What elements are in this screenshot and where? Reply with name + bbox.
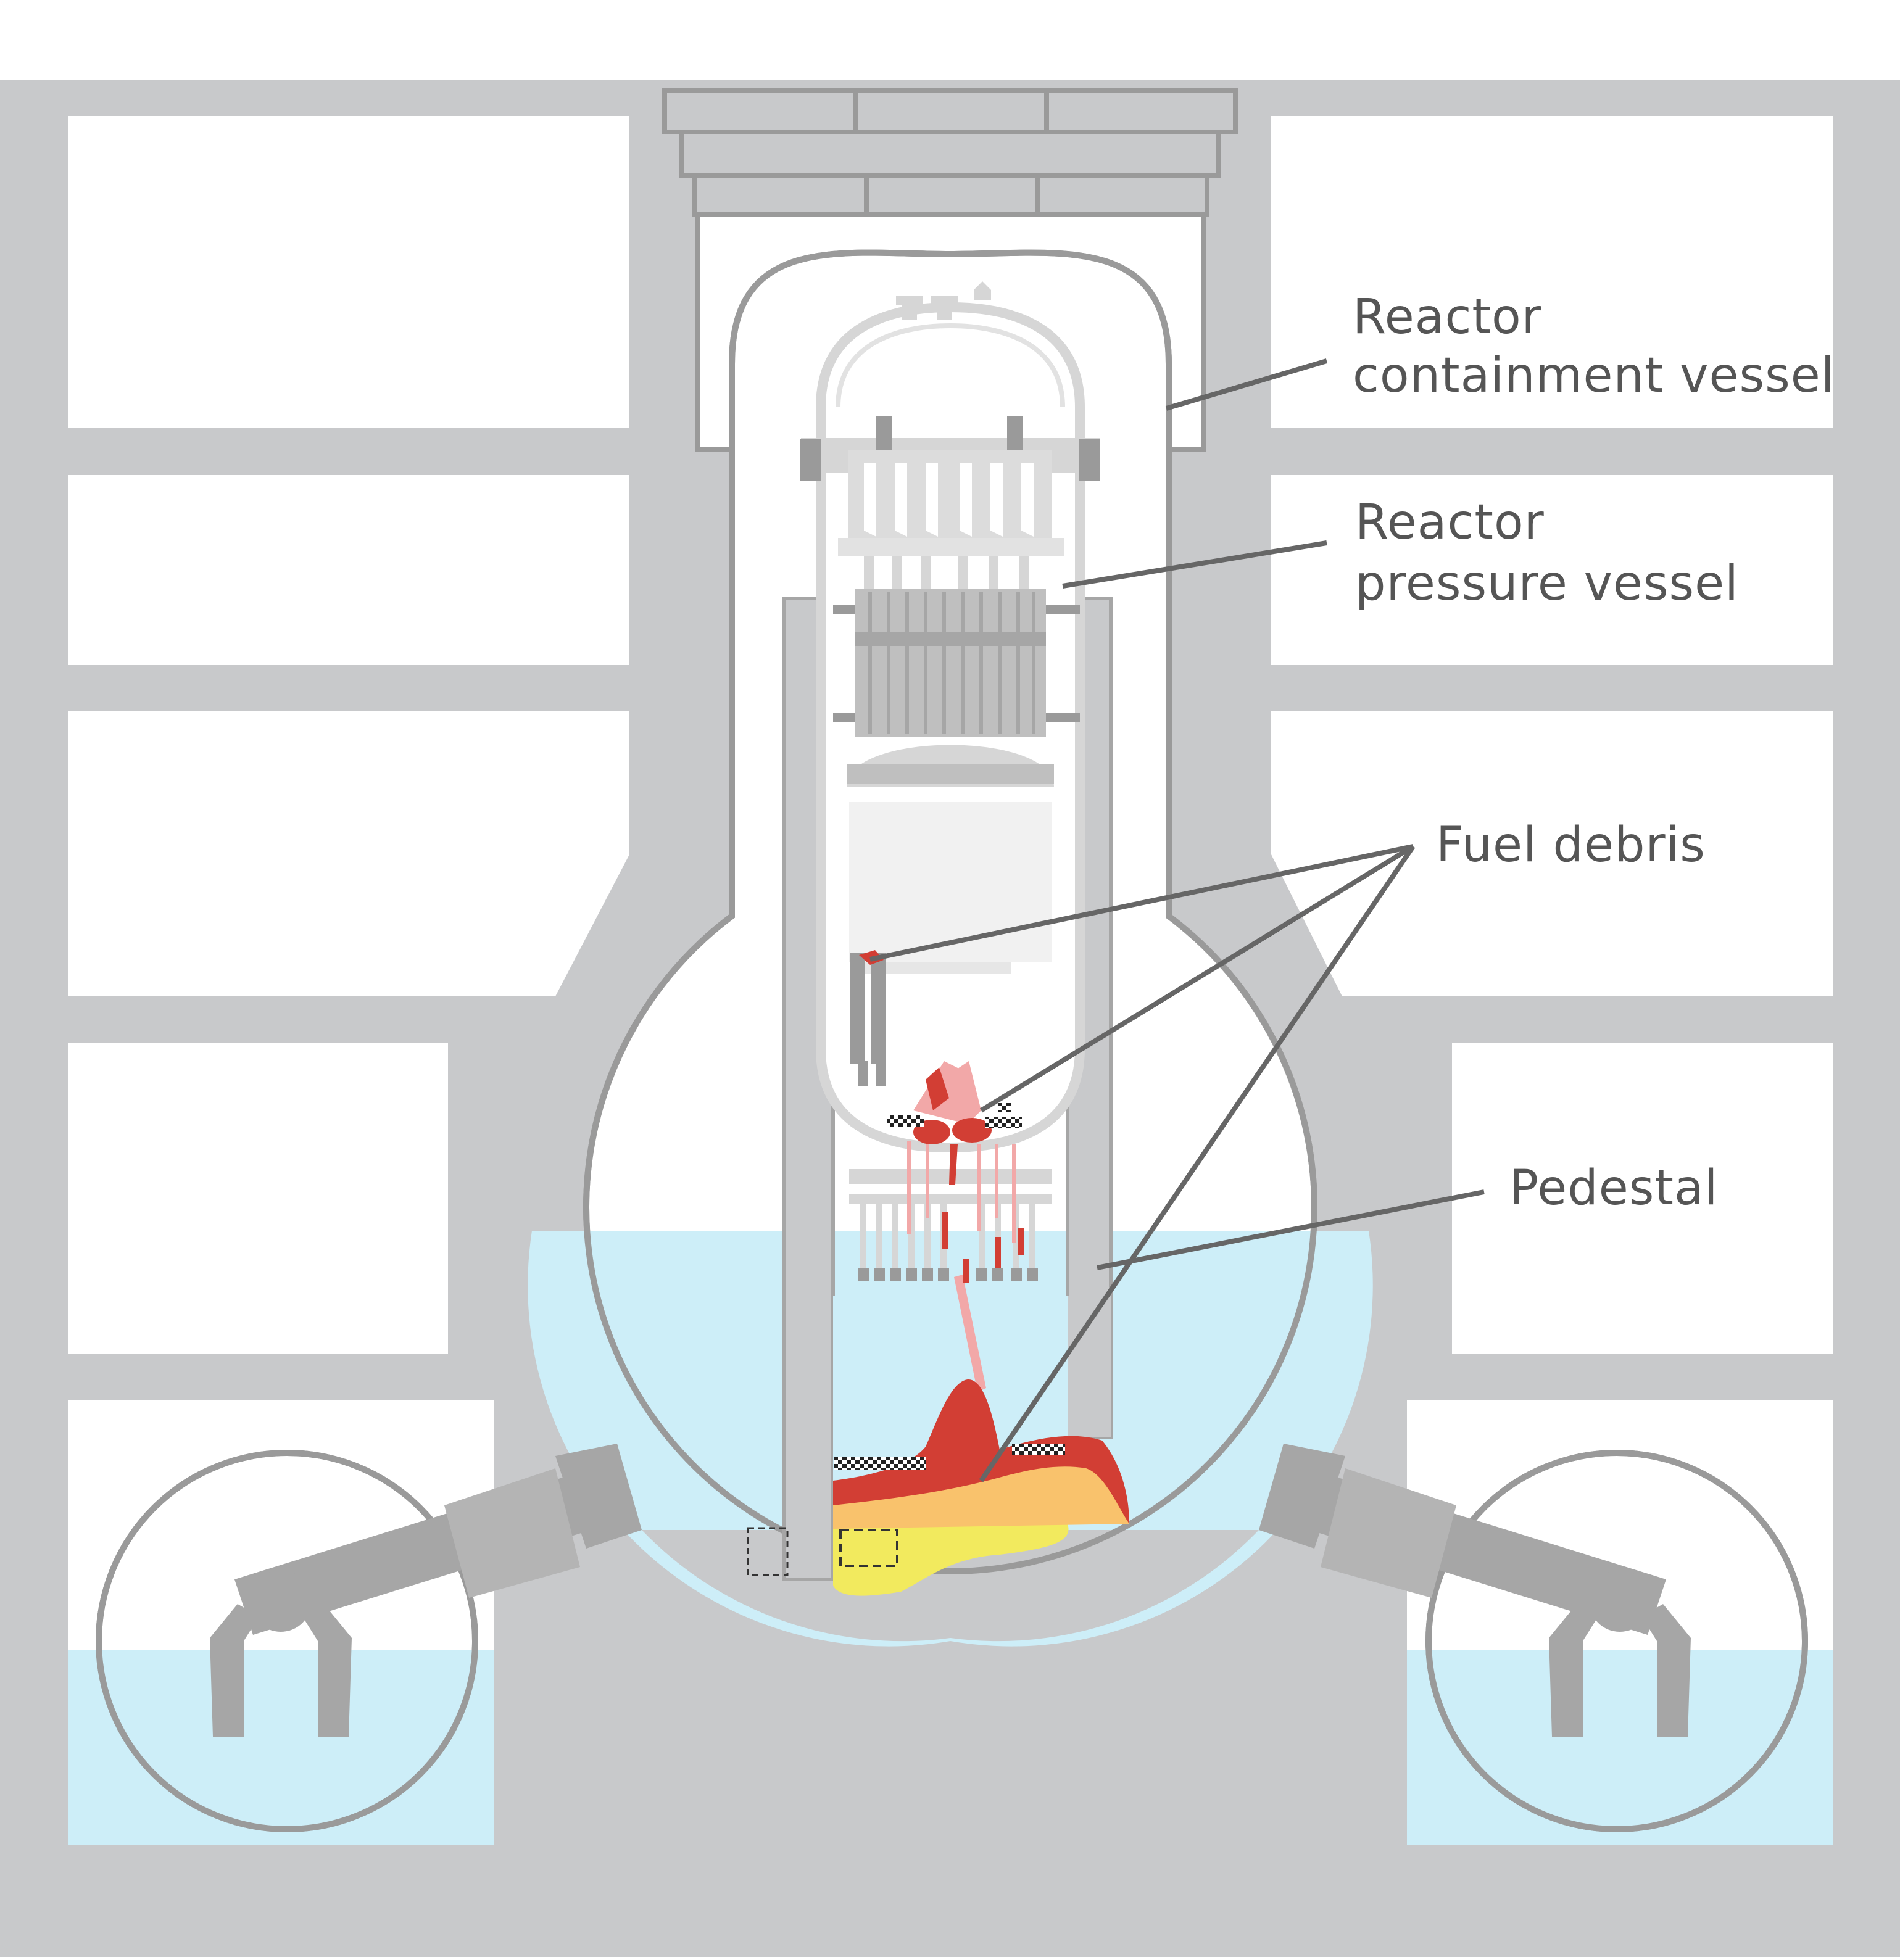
- leader-lines: [869, 358, 1485, 1482]
- label-pedestal: Pedestal: [1509, 1160, 1718, 1216]
- room-left-2: [68, 475, 629, 665]
- reactor-pressure-vessel: [800, 281, 1100, 1281]
- pedestal-opening-marker: [747, 1527, 789, 1576]
- debris-void-marker: [839, 1529, 898, 1567]
- containment-vessel-outline: [583, 249, 1317, 1574]
- lower-core-region: [849, 802, 1052, 962]
- debris-streaks: [907, 1141, 1016, 1392]
- room-left-3: [68, 711, 629, 996]
- steam-dryer: [848, 450, 1052, 538]
- room-left-1: [68, 116, 629, 428]
- label-containment-line1: Reactor: [1353, 289, 1542, 345]
- pedestal-right-lower: [1068, 1296, 1111, 1437]
- shield-plug: [662, 88, 1238, 217]
- label-fuel-debris: Fuel debris: [1436, 817, 1706, 873]
- leader-containment: [1165, 358, 1328, 411]
- suppression-chamber-right: [1259, 1444, 1808, 1832]
- debris-grating-right: [1012, 1444, 1065, 1455]
- leader-debris-pedestal: [979, 845, 1416, 1482]
- fuel-debris: [833, 950, 1129, 1596]
- debris-red-mound: [833, 1379, 1129, 1524]
- upper-core: [855, 589, 1046, 737]
- room-right-4: [1452, 1043, 1833, 1354]
- debris-grating-left: [834, 1457, 926, 1470]
- debris-orange-layer: [833, 1453, 1129, 1529]
- room-left-4: [68, 1043, 448, 1354]
- room-right-3: [1271, 711, 1833, 996]
- labels: Reactor containment vessel Reactor press…: [1353, 289, 1835, 1216]
- rpv-head-inner: [836, 323, 1065, 408]
- suppression-chamber-left: [96, 1444, 642, 1832]
- leader-debris-bottom: [979, 844, 1415, 1113]
- label-containment-line2: containment vessel: [1353, 348, 1835, 403]
- debris-yellow-layer: [833, 1524, 1069, 1596]
- leader-debris-shroud: [869, 844, 1414, 962]
- debris-rpv-bottom: [887, 1061, 1022, 1185]
- room-right-1: [1271, 116, 1833, 428]
- leader-pressure: [1062, 540, 1327, 589]
- label-pressure-line1: Reactor: [1355, 495, 1545, 550]
- label-pressure-line2: pressure vessel: [1355, 556, 1739, 611]
- room-right-2: [1271, 475, 1833, 665]
- leader-pedestal: [1097, 1189, 1485, 1270]
